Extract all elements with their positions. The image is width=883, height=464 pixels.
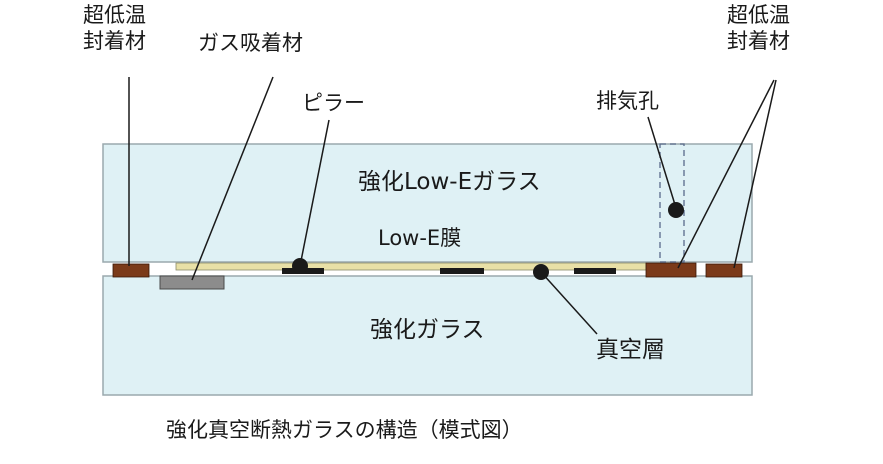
- gas-absorber: [159, 275, 225, 290]
- dot-pillar: [292, 258, 308, 274]
- caption: 強化真空断熱ガラスの構造（模式図）: [166, 418, 523, 442]
- sealant-right-outer: [705, 263, 743, 278]
- label-pillar: ピラー: [302, 91, 365, 115]
- label-sealant-right: 超低温 封着材: [727, 2, 790, 55]
- leader-gas-absorber: [191, 76, 274, 281]
- label-vacuum-layer: 真空層: [596, 337, 665, 363]
- label-sealant-left: 超低温 封着材: [83, 2, 146, 55]
- bottom-glass-pane: [102, 275, 753, 396]
- leader-sealant-right-b: [733, 79, 777, 269]
- exhaust-hole: [659, 143, 685, 263]
- label-sealant-right-line1: 超低温: [727, 3, 790, 27]
- leader-sealant-right-a: [677, 79, 775, 269]
- leader-vacuum: [540, 271, 598, 335]
- label-bottom-glass: 強化ガラス: [370, 317, 485, 343]
- label-top-glass: 強化Low-Eガラス: [358, 169, 541, 195]
- label-gas-absorber: ガス吸着材: [198, 31, 303, 55]
- dot-exhaust-hole: [668, 202, 684, 218]
- top-glass-pane: [102, 143, 753, 263]
- sealant-right-inner: [645, 262, 697, 278]
- pillar: [440, 268, 484, 274]
- label-sealant-right-line2: 封着材: [727, 29, 790, 54]
- leader-pillar: [299, 119, 330, 267]
- leader-exhaust-hole: [647, 116, 677, 209]
- label-sealant-left-line1: 超低温: [83, 3, 146, 27]
- label-sealant-left-line2: 封着材: [83, 29, 146, 54]
- pillar: [574, 268, 616, 274]
- label-exhaust-hole: 排気孔: [596, 89, 659, 113]
- sealant-left: [112, 263, 150, 278]
- dot-vacuum: [533, 264, 549, 280]
- label-lowe-film: Low-E膜: [378, 226, 462, 250]
